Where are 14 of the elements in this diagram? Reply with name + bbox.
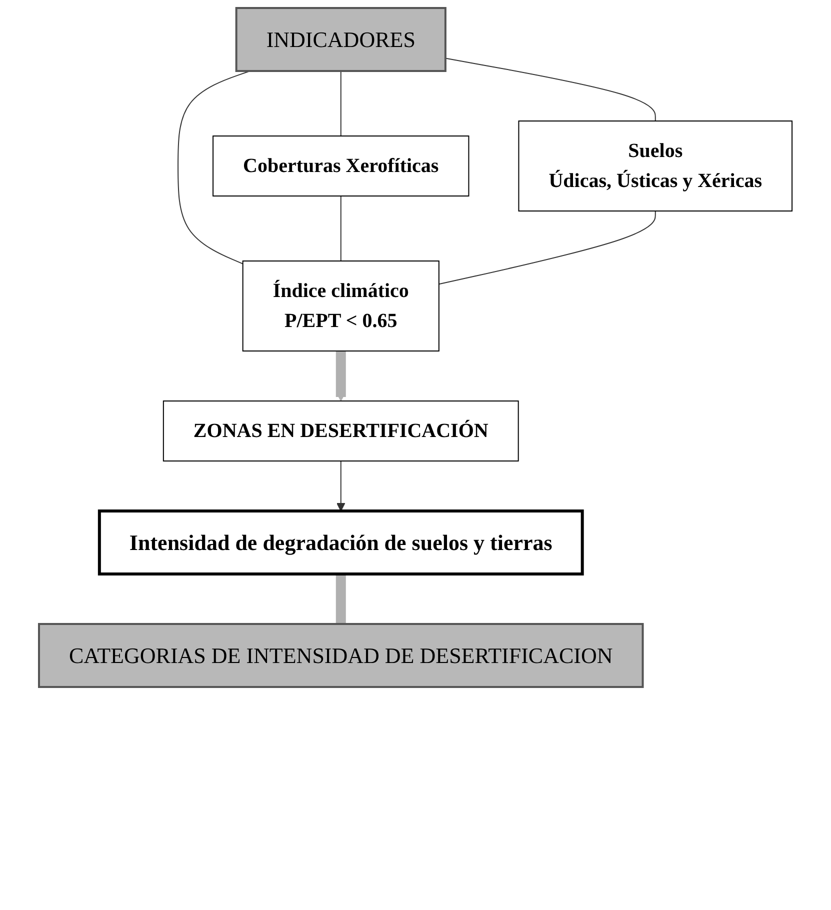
arrow — [336, 460, 346, 512]
connector — [444, 58, 656, 122]
node-box: Índice climático P/EPT < 0.65 — [242, 260, 440, 352]
node-box: Coberturas Xerofíticas — [212, 136, 470, 196]
node-box: Suelos Údicas, Ústicas y Xéricas — [518, 120, 793, 212]
node-box: Intensidad de degradación de suelos y tierras — [98, 509, 584, 576]
node-box: CATEGORIAS DE INTENSIDAD DE DESERTIFICACION — [38, 622, 644, 688]
node-box: INDICADORES — [235, 7, 446, 72]
connector — [336, 573, 346, 625]
connector — [340, 196, 342, 262]
arrow — [336, 350, 346, 402]
connector — [438, 210, 656, 285]
node-box: ZONAS EN DESERTIFICACIÓN — [162, 400, 519, 462]
connector — [340, 70, 342, 136]
